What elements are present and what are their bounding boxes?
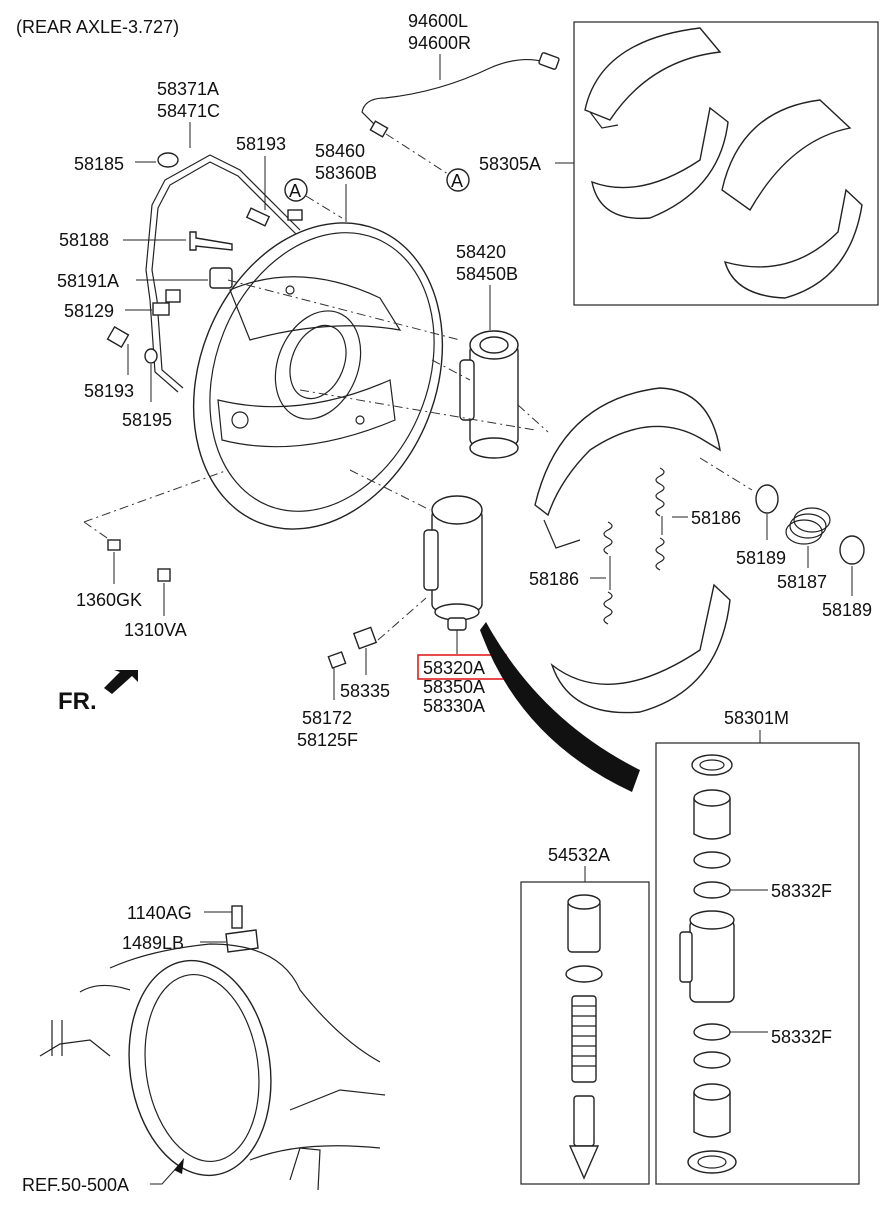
spring-cup-left-icon	[755, 484, 779, 514]
label-58195: 58195	[122, 410, 172, 430]
label-58350A: 58350A	[423, 677, 485, 697]
label-ref-50-500A: REF.50-500A	[22, 1175, 129, 1195]
label-1140AG: 1140AG	[127, 903, 192, 923]
label-58460: 58460	[315, 141, 365, 161]
return-spring-right	[655, 467, 665, 571]
abs-sensor-wire	[361, 58, 546, 131]
label-58193-bottom: 58193	[84, 381, 134, 401]
bracket-1489-icon	[225, 929, 259, 953]
axle-housing	[39, 943, 386, 1191]
label-58186-right: 58186	[691, 508, 741, 528]
ref-a-right-text: A	[451, 171, 463, 191]
bolt-icon-bottom	[106, 325, 130, 349]
front-direction-label: FR.	[58, 688, 97, 715]
label-1310VA: 1310VA	[124, 620, 187, 640]
label-58189-right: 58189	[822, 600, 872, 620]
adjuster-kit-drawing	[565, 894, 603, 1180]
label-58185: 58185	[74, 154, 124, 174]
detail-arrow	[480, 622, 640, 792]
label-1489LB: 1489LB	[122, 933, 184, 953]
repair-kit-drawing	[679, 754, 737, 1174]
union-fitting-icon	[152, 302, 170, 316]
bleeder-screw-icon	[327, 651, 347, 669]
repair-kit-box	[655, 742, 860, 1185]
label-58335: 58335	[340, 681, 390, 701]
label-94600L: 94600L	[408, 11, 468, 31]
label-58332F-bottom: 58332F	[771, 1027, 832, 1047]
label-58129: 58129	[64, 301, 114, 321]
sensor-plug-icon	[369, 120, 389, 138]
label-58371A: 58371A	[157, 79, 219, 99]
brake-line-pipe	[145, 154, 301, 393]
spring-cup-right-icon	[839, 535, 865, 565]
label-1360GK: 1360GK	[76, 590, 142, 610]
ref-arrow-icon	[174, 1158, 184, 1174]
label-58301M: 58301M	[724, 708, 789, 728]
hold-down-pin-icon	[189, 231, 233, 251]
sensor-head-icon	[538, 52, 560, 70]
brake-shoe-kit-drawing	[584, 27, 863, 299]
label-58189-left: 58189	[736, 548, 786, 568]
label-58193-top: 58193	[236, 134, 286, 154]
adjuster-kit-box	[520, 881, 650, 1185]
nut-1310-icon	[157, 568, 171, 582]
washer-icon	[144, 348, 158, 364]
label-58305A: 58305A	[479, 154, 541, 174]
adjuster-cylinder-upper	[459, 330, 519, 459]
label-58320A: 58320A	[423, 658, 485, 678]
label-58172: 58172	[302, 708, 352, 728]
diagram-title: (REAR AXLE-3.727)	[16, 17, 179, 37]
coil-spring-icon	[785, 507, 831, 545]
washer-1360-icon	[107, 539, 121, 551]
nut-fitting-icon	[165, 289, 181, 303]
label-58188: 58188	[59, 230, 109, 250]
label-58332F-top: 58332F	[771, 881, 832, 901]
label-94600R: 94600R	[408, 33, 471, 53]
label-58471C: 58471C	[157, 101, 220, 121]
ref-a-left-text: A	[289, 181, 301, 201]
clip-icon	[209, 267, 233, 289]
label-58186-left: 58186	[529, 569, 579, 589]
ref-circle-a-right	[446, 168, 470, 192]
label-58450B: 58450B	[456, 264, 518, 284]
backing-plate	[192, 222, 444, 530]
return-spring-left	[603, 521, 613, 625]
label-58360B: 58360B	[315, 163, 377, 183]
brake-shoe-assembly	[534, 387, 731, 714]
label-54532A: 54532A	[548, 845, 610, 865]
bleeder-icon	[287, 209, 303, 221]
ref-circle-a-left	[284, 178, 308, 202]
wheel-cylinder-lower	[423, 495, 483, 631]
grommet-icon	[157, 152, 179, 168]
label-58330A: 58330A	[423, 696, 485, 716]
label-58420: 58420	[456, 242, 506, 262]
bolt-icon-top	[245, 207, 271, 227]
bolt-1140-icon	[231, 905, 243, 929]
label-58191A: 58191A	[57, 271, 119, 291]
bleeder-cap-icon	[352, 626, 378, 650]
front-arrow-icon	[104, 670, 138, 694]
label-58187: 58187	[777, 572, 827, 592]
label-58125F: 58125F	[297, 730, 358, 750]
